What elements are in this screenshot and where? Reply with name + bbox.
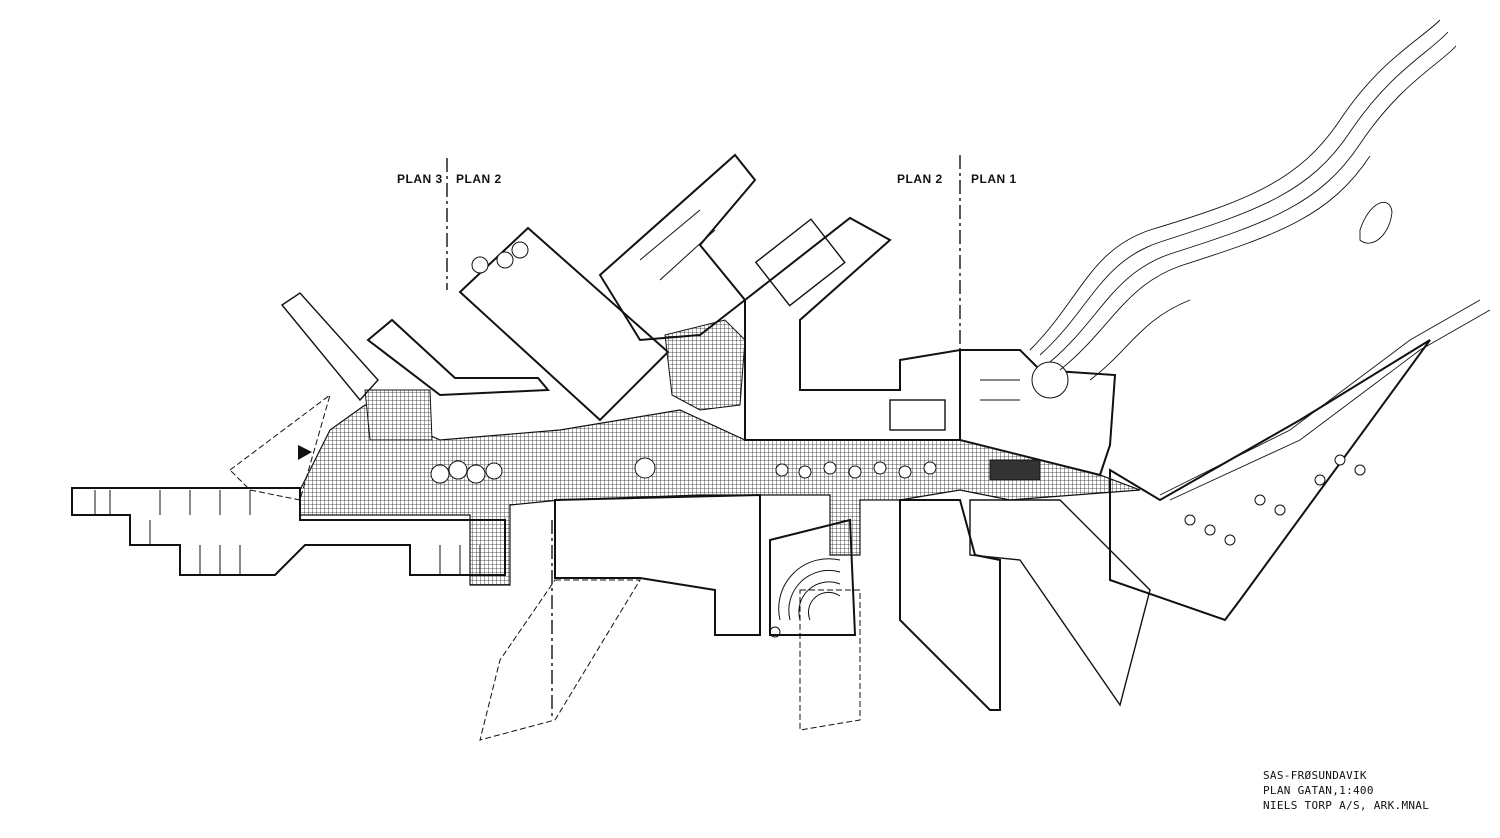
auditorium-seating (769, 558, 841, 638)
project-name: SAS-FRØSUNDAVIK (1263, 769, 1367, 782)
plan-2-label-west: PLAN 2 (456, 172, 502, 186)
entrance-arrow-icon (298, 445, 312, 460)
plan-scale: PLAN GATAN,1:400 (1263, 784, 1374, 797)
plan-3-label: PLAN 3 (397, 172, 443, 186)
dashed-outlines (229, 393, 861, 741)
interior-partitions (94, 209, 1041, 575)
plan-2-label-east: PLAN 2 (897, 172, 943, 186)
trees-and-tables (430, 241, 1366, 546)
architect-credit: NIELS TORP A/S, ARK.MNAL (1263, 799, 1430, 812)
plan-1-label: PLAN 1 (971, 172, 1017, 186)
title-block: SAS-FRØSUNDAVIK PLAN GATAN,1:400 NIELS T… (1263, 768, 1429, 813)
building-outlines (71, 153, 1431, 711)
shoreline-contours (1029, 19, 1491, 501)
